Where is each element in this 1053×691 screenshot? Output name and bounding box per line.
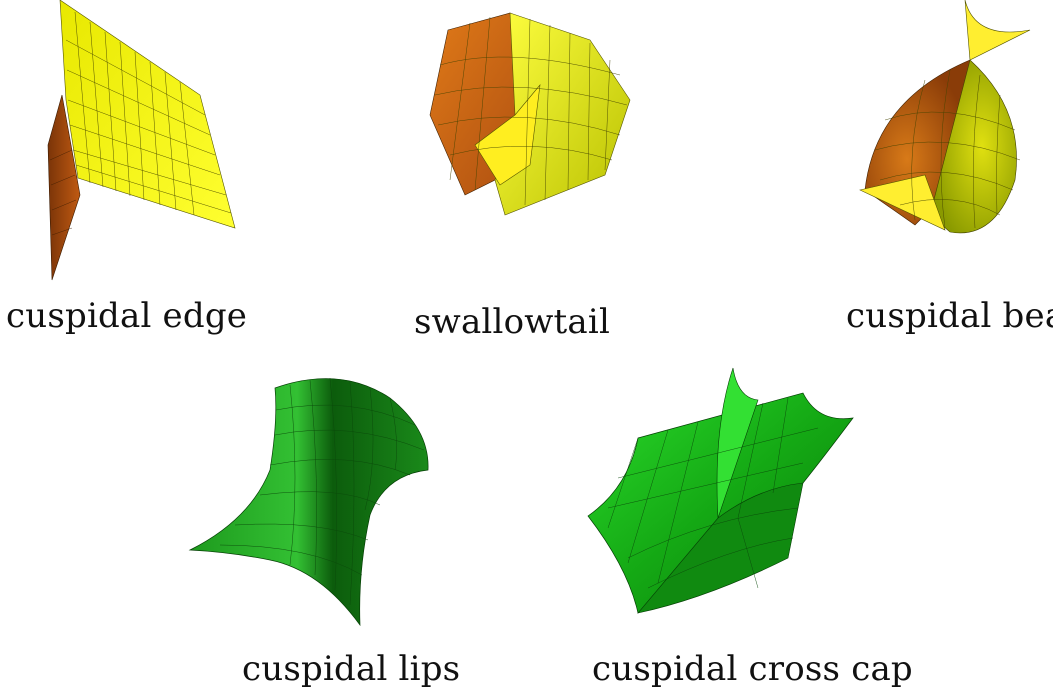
swallowtail-surface	[429, 12, 631, 216]
swallowtail-grid	[434, 16, 628, 206]
caption-swallowtail: swallowtail	[414, 302, 611, 342]
cuspidal-beaks-surface	[859, 0, 1031, 234]
caption-cuspidal-beaks: cuspidal beaks	[846, 296, 1053, 336]
caption-cuspidal-lips: cuspidal lips	[242, 649, 461, 689]
cuspidal-beaks-grid	[874, 69, 1021, 229]
cuspidal-edge-grid	[65, 11, 232, 216]
cuspidal-edge-surface	[47, 0, 236, 281]
cuspidal-cross-cap-grid	[607, 397, 819, 589]
cuspidal-lips-surface	[188, 377, 429, 627]
cuspidal-lips-grid	[219, 377, 425, 606]
caption-cuspidal-cross-cap: cuspidal cross cap	[592, 649, 913, 689]
cuspidal-cross-cap-surface	[587, 367, 854, 614]
caption-cuspidal-edge: cuspidal edge	[6, 296, 248, 336]
